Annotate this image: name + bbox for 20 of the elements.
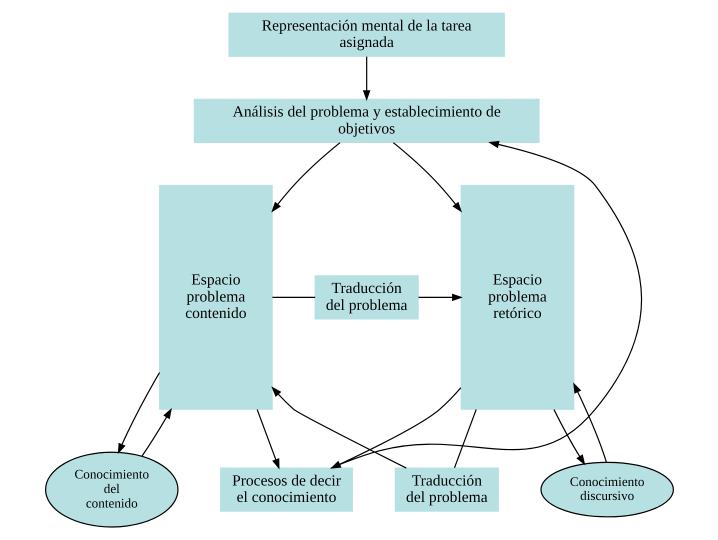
node-box: Representación mental de la tarea asignada (228, 12, 504, 57)
node-box: Análisis del problema y establecimiento de objetivos (193, 98, 540, 144)
arrow (117, 372, 160, 454)
node-ellipse: Conocimiento discursivo (540, 462, 674, 518)
node-box: Procesos de decir el conocimiento (220, 467, 352, 512)
arrow (572, 382, 606, 462)
arrow (392, 142, 462, 213)
connector (272, 296, 315, 298)
arrow (256, 409, 279, 470)
node-box: Traducción del problema (394, 467, 498, 512)
node-box: Espacio problema retórico (460, 184, 574, 410)
arrow (418, 294, 462, 302)
connector (453, 409, 476, 468)
arrow (270, 142, 340, 213)
node-ellipse: Conocimiento del contenido (44, 452, 178, 528)
arrow (552, 409, 585, 466)
node-box: Espacio problema contenido (158, 184, 272, 410)
arrow (140, 408, 172, 457)
node-box: Traducción del problema (314, 275, 418, 320)
arrow (362, 56, 370, 102)
